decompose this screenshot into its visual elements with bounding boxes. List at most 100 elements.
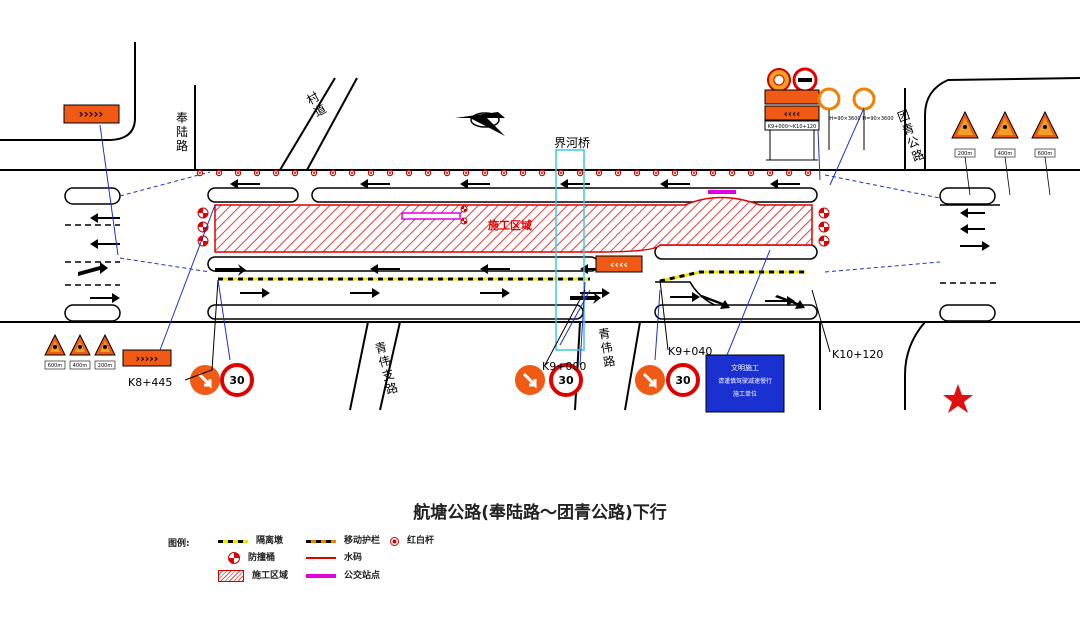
legend-heading: 图例: <box>168 539 190 549</box>
sign-gantry: ‹‹‹‹ K9+000～K10+120 H=90×3600 H=90×3600 <box>764 67 894 161</box>
arrow-glyph <box>642 372 657 389</box>
barricade-symbol <box>228 552 240 564</box>
mobile-fence-symbol <box>306 539 336 543</box>
speed-limit-value: 30 <box>558 374 574 387</box>
pole-dot <box>332 172 334 174</box>
street-label-char: 团 <box>896 108 912 125</box>
street-label-char: 青 <box>373 340 388 357</box>
arrow-glyph <box>197 372 212 389</box>
arrow-diagonal <box>775 295 805 309</box>
barricade-quadrants <box>198 236 208 246</box>
distance-plate <box>94 360 116 370</box>
street-label-char: 青 <box>900 121 916 138</box>
street-label-char: 青 <box>597 326 611 342</box>
arrow-left <box>560 179 590 189</box>
street-label-fenglu: 奉陆路 <box>176 111 188 153</box>
arrow-left <box>230 179 260 189</box>
work-area-symbol <box>218 570 244 582</box>
barricade-quadrants <box>198 208 208 218</box>
legend-bus-stop: 公交站点 <box>306 569 380 583</box>
pole-dot <box>617 172 619 174</box>
blue-sign-line1: 文明施工 <box>731 363 759 372</box>
work-zone-label: 施工区域 <box>488 218 532 232</box>
barricade-quadrants <box>819 208 829 218</box>
street-label-char: 路 <box>176 138 188 153</box>
pole-dot <box>237 172 239 174</box>
arrow-left <box>90 239 120 249</box>
distance-label: 400m <box>73 363 88 369</box>
arrow-left <box>90 213 120 223</box>
distance-label: 600m <box>1038 151 1053 157</box>
legend-mobile-fence: 移动护栏 <box>306 534 380 548</box>
legend-barricade: 防撞桶 <box>228 551 275 565</box>
distance-plate <box>44 360 66 370</box>
pole-dot <box>256 172 258 174</box>
arrow-right <box>765 296 795 306</box>
sign-post <box>1044 156 1051 196</box>
barricade-quadrants <box>461 218 467 224</box>
pole-dot <box>807 172 809 174</box>
arrow-left <box>370 264 400 274</box>
pole-dot <box>560 172 562 174</box>
star-icon <box>943 384 973 413</box>
pole-dot <box>313 172 315 174</box>
blue-dashed-guides <box>119 171 941 273</box>
sign-dist-left: H=90×3600 <box>829 116 860 122</box>
station-k8-445: K8+445 <box>128 376 172 389</box>
speed-limit-sign <box>549 363 583 397</box>
pole-dot <box>503 172 505 174</box>
street-label-char: 支 <box>381 367 396 384</box>
pole-dot <box>693 172 695 174</box>
speed-limit-sign <box>666 363 700 397</box>
lane-islands <box>207 187 818 320</box>
work-zone <box>214 196 813 253</box>
arrow-turn <box>215 264 246 276</box>
bus-stop-symbol <box>306 574 336 578</box>
arrow-right <box>670 292 700 302</box>
legend-barrier: 隔离墩 <box>218 534 283 548</box>
pole-dot <box>446 172 448 174</box>
north-arrow-icon <box>455 112 505 136</box>
speed-limit-value: 30 <box>675 374 691 387</box>
diagram-title: 航塘公路(奉陆路～团青公路)下行 <box>413 503 667 523</box>
arrow-right <box>240 288 270 298</box>
street-label-qingwei: 青伟路 <box>597 326 616 369</box>
station-k9-000: K9+000 <box>542 360 586 373</box>
blue-info-sign: 文明施工 请谨慎驾驶减速慢行 施工单位 <box>705 354 785 413</box>
gantry-text: K9+000～K10+120 <box>768 124 817 130</box>
worker-glyph <box>78 345 82 349</box>
street-label-char: 伟 <box>600 340 614 356</box>
arrow-glyph <box>522 372 537 389</box>
station-k10-120: K10+120 <box>832 348 883 361</box>
street-label-char: 路 <box>602 353 616 370</box>
barricade-quadrants <box>819 236 829 246</box>
chevron-board-top-left: ››››› <box>63 104 120 124</box>
arrow-turn <box>960 224 985 234</box>
svg-text:‹‹‹‹: ‹‹‹‹ <box>610 258 628 271</box>
barricade-quadrants <box>461 206 467 212</box>
distance-label: 400m <box>998 151 1013 157</box>
arrow-left <box>580 264 610 274</box>
pole-dot <box>731 172 733 174</box>
legend-pole: 红白杆 <box>390 534 434 548</box>
street-label-char: 奉 <box>176 111 188 125</box>
blue-sign-line3: 施工单位 <box>733 390 757 398</box>
bridge-outline <box>555 149 585 351</box>
barricade-groups <box>197 205 830 247</box>
pole-dot <box>408 172 410 174</box>
chevron-board-center: ‹‹‹‹ <box>595 255 643 273</box>
arrow-right <box>90 293 120 303</box>
chevron-board-bottom-left: ››››› <box>122 349 172 367</box>
worker-glyph <box>53 345 57 349</box>
distance-plate <box>69 360 91 370</box>
station-k9-040: K9+040 <box>668 345 712 358</box>
pole-dot <box>712 172 714 174</box>
street-label-char: 路 <box>384 379 399 397</box>
arrow-turn <box>78 262 108 276</box>
pole-dot <box>598 172 600 174</box>
speed-limit-sign <box>220 363 254 397</box>
pole-dot <box>389 172 391 174</box>
station-leaders <box>184 279 831 381</box>
